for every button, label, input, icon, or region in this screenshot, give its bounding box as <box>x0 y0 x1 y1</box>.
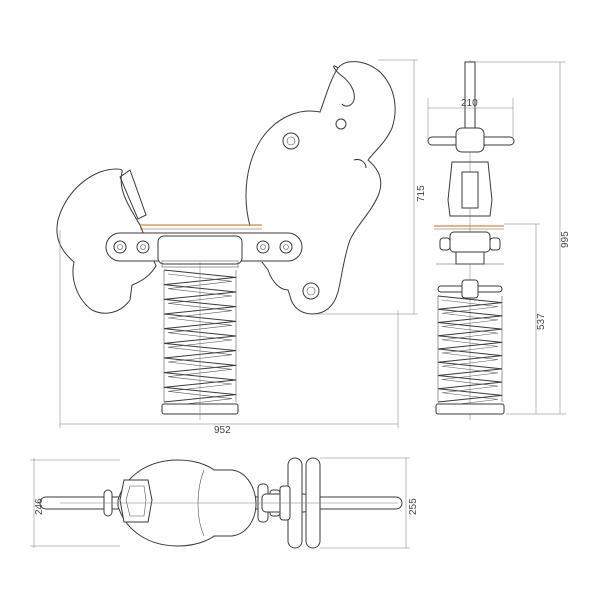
side-dimensions: 210 995 537 <box>427 61 571 415</box>
front-dimensions: 952 715 <box>59 59 427 436</box>
spring-coil-back <box>441 299 499 407</box>
elephant-trunk <box>333 65 355 107</box>
footrest-bolt <box>302 282 320 300</box>
top-view <box>39 457 403 549</box>
side-base-plate <box>435 403 505 415</box>
handle-bolt-top-inner <box>286 136 296 146</box>
spring-top-block <box>157 235 243 265</box>
horse-head <box>56 168 157 314</box>
top-dimensions: 246 255 <box>30 457 419 549</box>
dim-top-depth-inner: 246 <box>34 498 45 515</box>
elephant-tusk <box>353 159 367 169</box>
horse-ear <box>119 169 147 220</box>
side-head-profile <box>447 161 493 217</box>
front-spring <box>163 269 237 407</box>
front-view <box>56 61 396 420</box>
elephant-body <box>245 61 396 315</box>
dim-overall-height: 995 <box>560 231 571 248</box>
dim-seat-height: 715 <box>416 185 427 202</box>
footrest-bolt-inner <box>306 286 316 296</box>
dim-top-depth-outer: 255 <box>408 498 419 515</box>
top-saddle <box>119 479 153 523</box>
dim-overall-width: 952 <box>214 425 231 436</box>
handle-bolt-top <box>282 132 300 150</box>
dim-side-width: 210 <box>461 98 478 109</box>
elephant-eye <box>335 118 347 130</box>
dim-spring-height: 537 <box>536 313 547 330</box>
spring-coil-back <box>167 273 233 407</box>
side-view <box>427 60 515 420</box>
side-spring <box>437 295 503 407</box>
